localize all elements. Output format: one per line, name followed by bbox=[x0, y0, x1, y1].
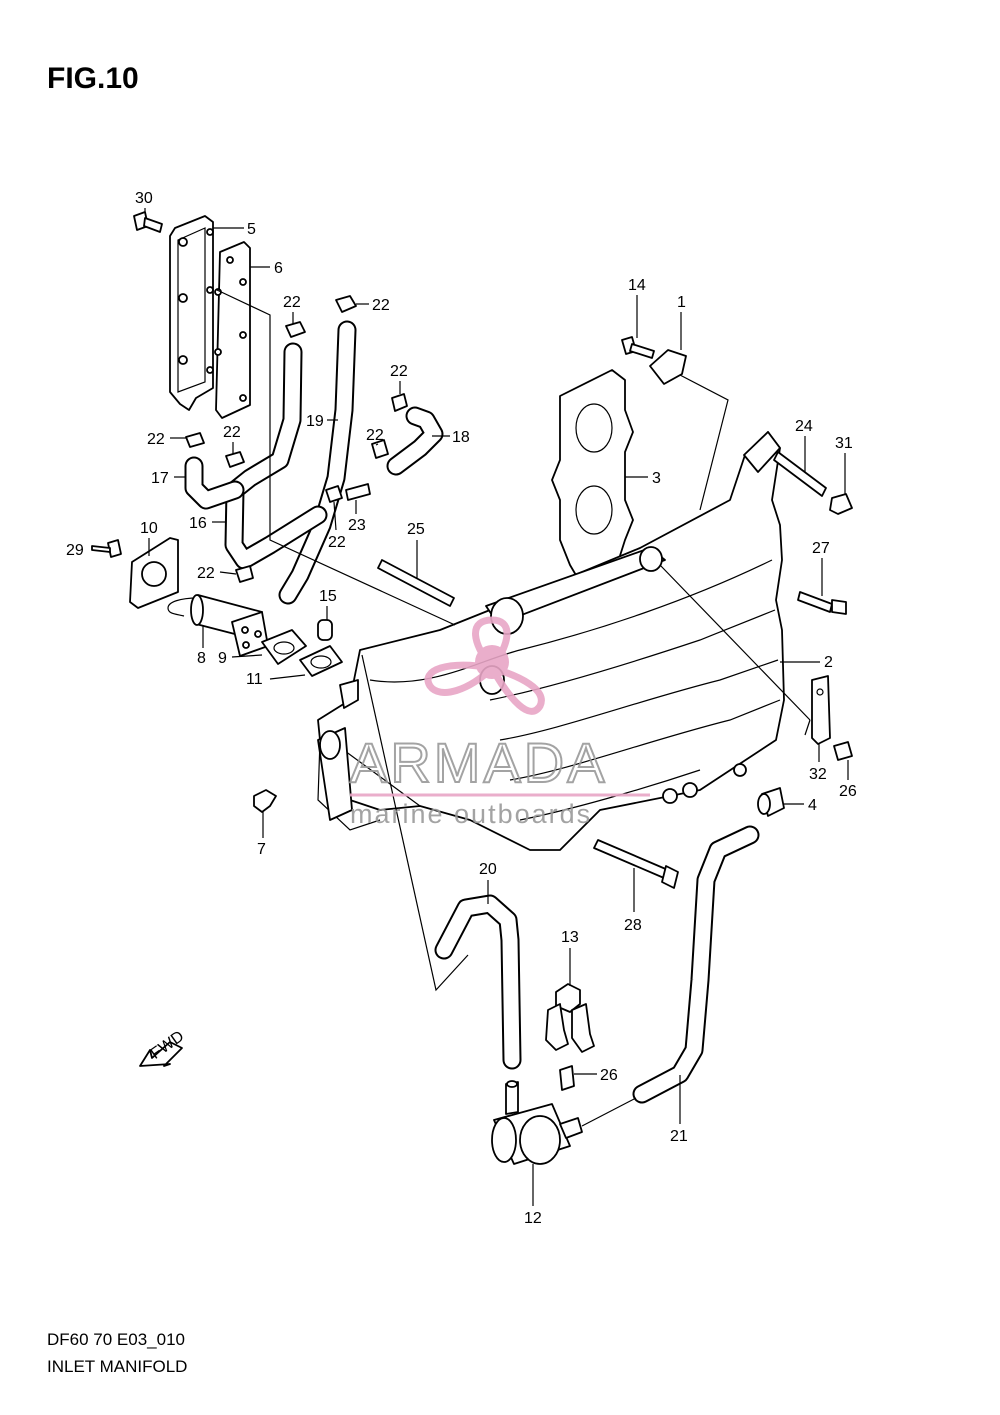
callout-28: 28 bbox=[624, 917, 642, 934]
part-5-cover-plate bbox=[169, 215, 214, 411]
callout-22h: 22 bbox=[197, 565, 215, 582]
diagram-caption: INLET MANIFOLD bbox=[47, 1357, 188, 1376]
part-7-clip bbox=[253, 789, 277, 813]
callout-22b: 22 bbox=[372, 297, 390, 314]
callout-26a: 26 bbox=[839, 783, 857, 800]
callout-19: 19 bbox=[306, 413, 324, 430]
armada-watermark: ARMADA marine outboards bbox=[349, 616, 650, 829]
callout-3: 3 bbox=[652, 470, 661, 487]
figure-title: FIG.10 bbox=[47, 62, 139, 95]
callout-labels: 1 2 3 4 5 6 7 8 9 10 11 12 13 14 15 16 1… bbox=[66, 190, 857, 1227]
leader-lines bbox=[216, 289, 811, 736]
part-20-hose bbox=[434, 894, 522, 1070]
callout-22d: 22 bbox=[147, 431, 165, 448]
callout-14: 14 bbox=[628, 277, 646, 294]
part-8-sensor bbox=[167, 594, 269, 657]
callout-26b: 26 bbox=[600, 1067, 618, 1084]
part-10-bracket bbox=[129, 537, 179, 609]
part-11-gasket bbox=[299, 645, 343, 677]
callout-13: 13 bbox=[561, 929, 579, 946]
callout-1: 1 bbox=[677, 294, 686, 311]
part-25-stud bbox=[377, 559, 455, 607]
watermark-brand: ARMADA bbox=[350, 731, 608, 794]
callout-2: 2 bbox=[824, 654, 833, 671]
callout-12: 12 bbox=[524, 1210, 542, 1227]
callout-27: 27 bbox=[812, 540, 830, 557]
callout-5: 5 bbox=[247, 221, 256, 238]
callout-22f: 22 bbox=[366, 427, 384, 444]
part-14-bolt bbox=[621, 336, 655, 359]
part-26-bolt-lower bbox=[559, 1065, 575, 1091]
part-29-bolt bbox=[91, 539, 122, 558]
part-4-cap bbox=[757, 787, 785, 817]
callout-22a: 22 bbox=[283, 294, 301, 311]
part-22-clamps bbox=[185, 295, 408, 583]
callout-22e: 22 bbox=[223, 424, 241, 441]
callout-32: 32 bbox=[809, 766, 827, 783]
callout-24: 24 bbox=[795, 418, 813, 435]
part-32-bracket bbox=[811, 675, 831, 745]
part-31-nut bbox=[829, 493, 853, 515]
callout-6: 6 bbox=[274, 260, 283, 277]
callout-16: 16 bbox=[189, 515, 207, 532]
callout-21: 21 bbox=[670, 1128, 688, 1145]
part-17-hose bbox=[184, 456, 245, 510]
part-3-gasket bbox=[551, 369, 634, 583]
part-1-block bbox=[649, 349, 687, 385]
callout-25: 25 bbox=[407, 521, 425, 538]
part-15-pin bbox=[317, 619, 333, 641]
part-23-nipple bbox=[345, 483, 371, 501]
part-30-bolt bbox=[133, 211, 163, 233]
leader-21-12 bbox=[581, 1097, 637, 1127]
callout-23: 23 bbox=[348, 517, 366, 534]
callout-15: 15 bbox=[319, 588, 337, 605]
callout-10: 10 bbox=[140, 520, 158, 537]
propeller-logo-icon bbox=[424, 616, 545, 715]
part-28-bolt bbox=[593, 839, 679, 889]
part-27-bolt bbox=[797, 591, 847, 615]
part-21-hose bbox=[632, 825, 760, 1104]
callout-9: 9 bbox=[218, 650, 227, 667]
part-18-hose bbox=[386, 406, 444, 476]
part-12-fuel-filter bbox=[491, 1080, 583, 1165]
callout-29: 29 bbox=[66, 542, 84, 559]
callout-8: 8 bbox=[197, 650, 206, 667]
callout-30: 30 bbox=[135, 190, 153, 207]
callout-4: 4 bbox=[808, 797, 817, 814]
part-24-bolt bbox=[773, 451, 827, 497]
part-13-clamp bbox=[545, 983, 595, 1053]
watermark-tagline: marine outboards bbox=[350, 799, 592, 829]
fwd-arrow-icon: FWD bbox=[139, 1028, 187, 1067]
callout-17: 17 bbox=[151, 470, 169, 487]
callout-18: 18 bbox=[452, 429, 470, 446]
callout-31: 31 bbox=[835, 435, 853, 452]
part-9-gasket bbox=[261, 629, 307, 665]
part-6-gasket bbox=[214, 241, 251, 419]
callout-11: 11 bbox=[246, 671, 263, 688]
part-2-inlet-manifold bbox=[317, 431, 785, 992]
callout-22c: 22 bbox=[390, 363, 408, 380]
part-26-bolt-upper bbox=[833, 741, 853, 761]
callout-22g: 22 bbox=[328, 534, 346, 551]
diagram-code: DF60 70 E03_010 bbox=[47, 1330, 185, 1349]
callout-7: 7 bbox=[257, 841, 266, 858]
callout-20: 20 bbox=[479, 861, 497, 878]
